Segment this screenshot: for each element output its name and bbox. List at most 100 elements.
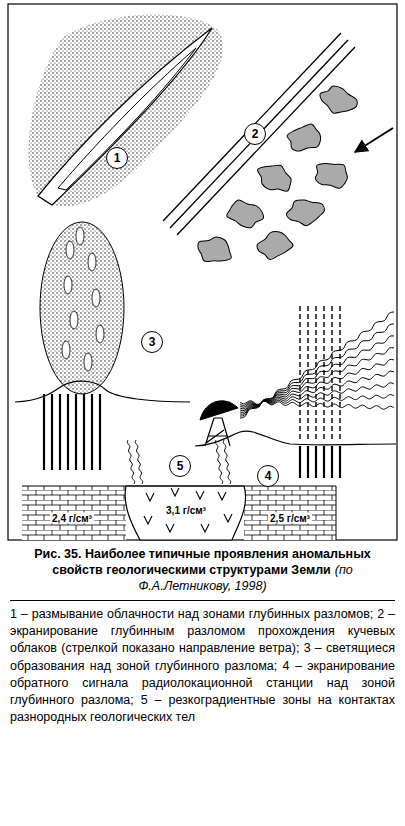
luminous-spot [70, 311, 78, 329]
callout-circle: 1 [106, 147, 128, 169]
radar-signal-lines [240, 312, 394, 418]
screen-line [315, 306, 316, 442]
fault-line [323, 446, 325, 478]
screen-zone [300, 306, 340, 442]
callout-circle: 5 [169, 455, 191, 477]
cumulus-clouds [197, 82, 361, 264]
limestone-block [244, 486, 336, 540]
callout-circle: 3 [141, 331, 163, 353]
fault-line [307, 446, 309, 478]
volcanic-symbol [201, 524, 209, 532]
callout-number: 3 [149, 336, 156, 348]
fault-line [91, 394, 93, 470]
fault-line [315, 446, 317, 478]
luminous-spot [64, 276, 72, 294]
density-label: 2,4 г/см³ [50, 513, 94, 524]
volcanic-symbol [144, 516, 152, 524]
callout-number: 1 [114, 152, 121, 164]
ground-surface [22, 485, 336, 486]
deep-fault-lines [44, 394, 100, 470]
fault-line [75, 394, 77, 470]
fault-line [177, 47, 355, 235]
screen-line [299, 306, 300, 442]
cloud-field [29, 14, 223, 206]
cumulus-cloud [316, 82, 361, 120]
radar-signal [240, 401, 394, 410]
fault-line [331, 446, 333, 478]
callout-number: 2 [252, 128, 259, 140]
gradient-line [223, 440, 230, 484]
callout-number: 5 [177, 460, 184, 472]
luminous-spot [84, 353, 92, 371]
gradient-line [135, 440, 142, 484]
fault-line [59, 394, 61, 470]
screen-line [323, 306, 324, 442]
gradient-zone-lines [127, 440, 230, 484]
figure-title: Рис. 35. Наиболее типичные проявления ан… [10, 546, 395, 594]
gradient-line [127, 440, 134, 484]
fault-line [99, 394, 101, 470]
caption-box: Рис. 35. Наиболее типичные проявления ан… [10, 546, 395, 726]
volcanic-symbol [196, 491, 204, 499]
fault-line [83, 394, 85, 470]
figure-caption: 1 – размывание облачности над зонами глу… [10, 606, 395, 726]
density-label: 3,1 г/см³ [164, 505, 208, 516]
cumulus-cloud [225, 198, 266, 231]
caption-rule [10, 600, 395, 601]
luminous-spot [92, 289, 100, 307]
basalt-body [125, 486, 246, 540]
radar-station [200, 401, 238, 446]
luminous-spots [62, 227, 104, 371]
cumulus-cloud [285, 198, 325, 227]
callout-number: 4 [265, 470, 272, 482]
cumulus-cloud [285, 122, 322, 154]
radar-signal [240, 348, 394, 413]
callout-circle: 4 [257, 465, 279, 487]
cumulus-cloud [313, 160, 349, 189]
volcanic-symbol [146, 493, 154, 501]
radar-signal [240, 324, 394, 416]
screen-line [331, 306, 332, 442]
volcanic-symbol [218, 492, 226, 500]
screen-line [339, 306, 340, 442]
luminous-spot [88, 253, 96, 271]
fault-line [67, 394, 69, 470]
gradient-line [215, 440, 222, 484]
block-edge [336, 486, 337, 540]
radar-signal [240, 336, 394, 414]
fault-line [163, 33, 341, 221]
cumulus-cloud [252, 157, 296, 197]
luminous-spot [96, 325, 104, 343]
fault-zone [58, 48, 196, 190]
radar-signal [240, 395, 394, 406]
luminous-spot [62, 341, 70, 359]
radar-feed [219, 402, 230, 412]
volcanic-symbols [144, 488, 232, 532]
radar-signal [240, 383, 394, 407]
figure-frame [8, 4, 397, 540]
fault-line [170, 40, 348, 228]
radar-signal [240, 312, 394, 418]
volcanic-symbol [171, 488, 179, 496]
radar-signal [240, 371, 394, 409]
deep-fault-lines [300, 446, 340, 478]
radar-signal [240, 359, 394, 410]
cumulus-cloud [197, 236, 233, 264]
wind-arrow [355, 128, 393, 152]
title-text: Рис. 35. Наиболее типичные проявления ан… [34, 547, 371, 577]
fault-line [43, 394, 45, 470]
volcanic-symbol [224, 514, 232, 522]
callout-circle: 2 [244, 123, 266, 145]
density-label: 2,5 г/см³ [268, 513, 312, 524]
ground-surface [195, 431, 396, 446]
luminous-spot [66, 241, 74, 259]
luminous-spot [76, 227, 84, 245]
volcanic-symbol [166, 524, 174, 532]
luminous-body [40, 222, 124, 394]
fault-line [339, 446, 341, 478]
deep-fault-lines [163, 33, 355, 235]
fault-line [299, 446, 301, 478]
limestone-block [22, 486, 126, 540]
ground-surface [15, 381, 190, 402]
